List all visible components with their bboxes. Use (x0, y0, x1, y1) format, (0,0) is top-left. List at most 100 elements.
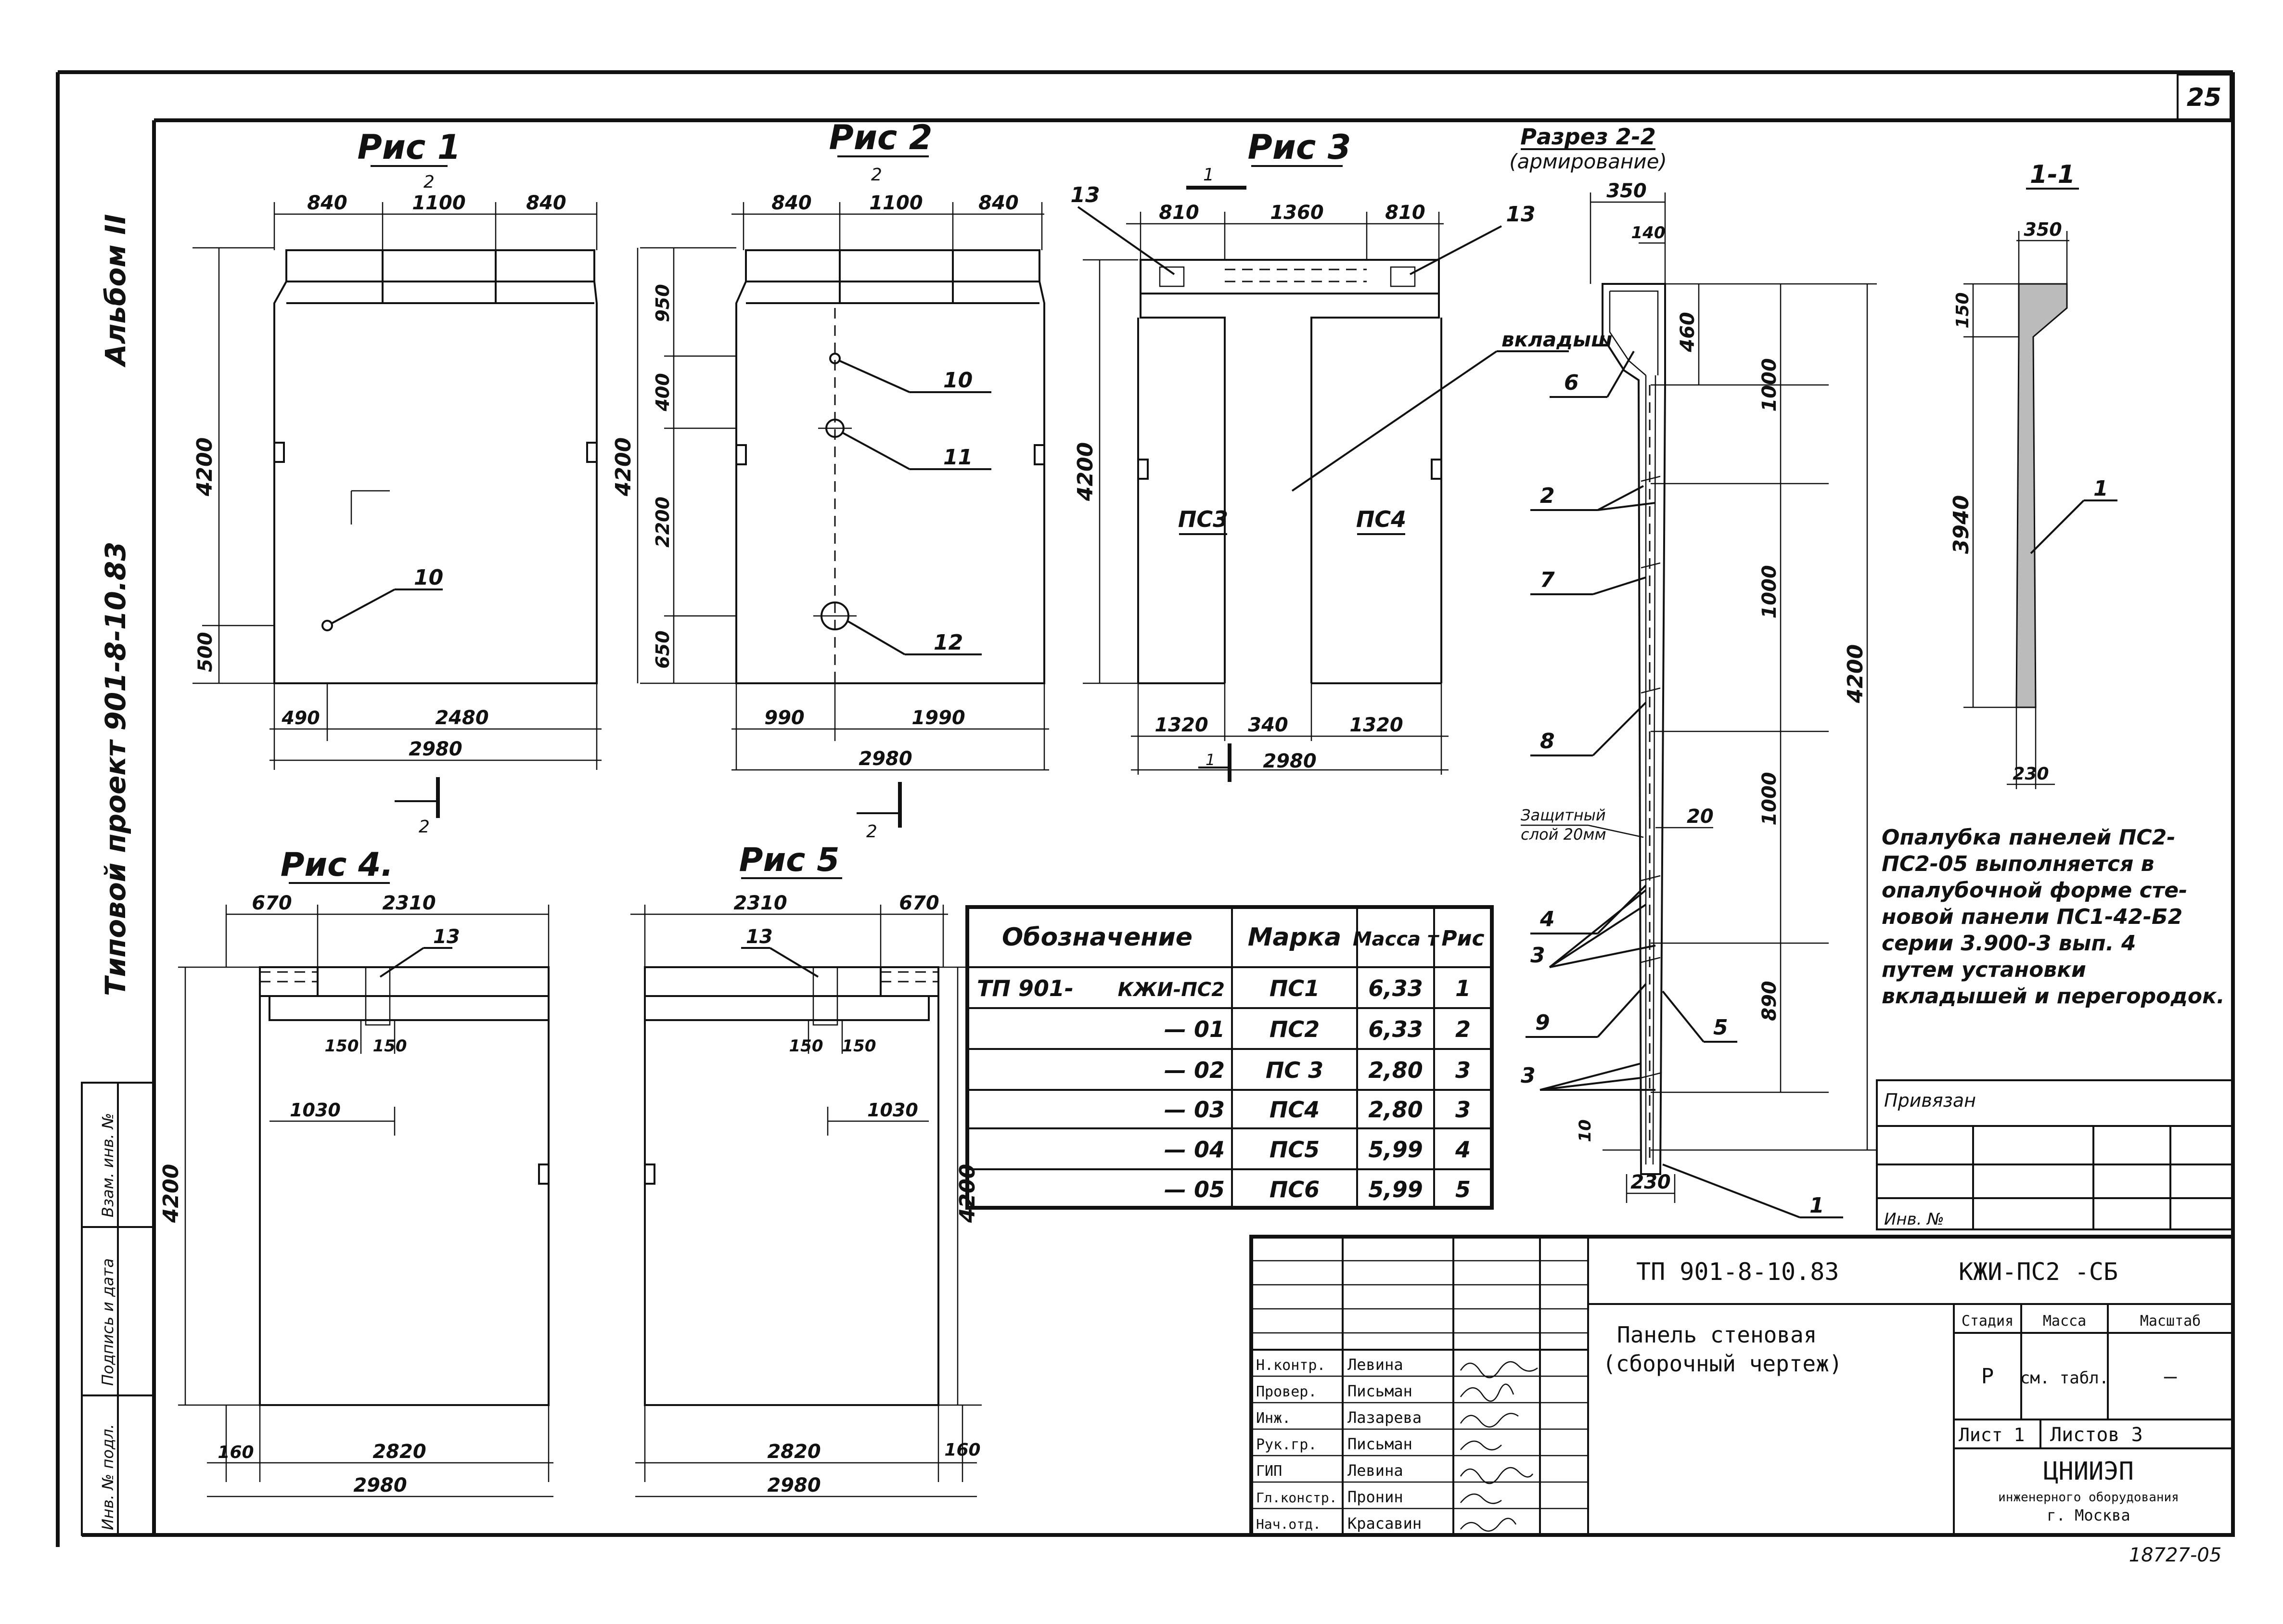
spec-row3-mark: ПС4 (1270, 1097, 1320, 1123)
tb-mass: см. табл. (2020, 1368, 2109, 1388)
fig4-dim-bottom-0: 160 (218, 1443, 254, 1462)
fig4-dim-bottom-1: 2820 (372, 1441, 426, 1463)
fig4-dim-1030: 1030 (290, 1100, 341, 1121)
fig2-dim-left-1: 400 (652, 373, 673, 411)
page-number: 25 (2187, 83, 2221, 112)
fig2-dim-left-2: 2200 (652, 497, 673, 548)
fig2-callout-2: 12 (934, 630, 963, 655)
sig-role-5: Гл.констр. (1256, 1490, 1337, 1506)
fig1-title: Рис 1 (358, 128, 461, 167)
spec-row0-mass: 6,33 (1368, 975, 1423, 1001)
fig3-dim-top-2: 810 (1385, 202, 1425, 224)
fig3-dim-top-1: 1360 (1270, 202, 1323, 224)
note-line-5: путем установки (1882, 958, 2086, 982)
sig-name-1: Письман (1347, 1382, 1412, 1400)
fig3-total-width: 2980 (1263, 750, 1316, 772)
sec22-callout-5: 5 (1713, 1015, 1728, 1040)
spec-row1-fig: 2 (1455, 1016, 1471, 1042)
tb-stage-header: Стадия (1962, 1313, 2014, 1330)
sec11-dim-bottom: 230 (2013, 764, 2049, 784)
note-line-1: ПС2-05 выполняется в (1882, 852, 2155, 876)
note-line-4: серии 3.900-3 вып. 4 (1882, 931, 2136, 956)
tb-sheet: Лист 1 (1959, 1424, 2025, 1445)
fig1-cut-mark: 2 (419, 817, 430, 837)
fig1-dim-top-0: 840 (307, 192, 347, 214)
fig2-dim-top-0: 840 (771, 192, 812, 214)
sec22-stirrups (1641, 475, 1661, 1079)
fig2-dim-bottom-0: 990 (764, 707, 805, 729)
spec-row2-mark: ПС 3 (1266, 1057, 1323, 1083)
spec-row4-code: — 04 (1164, 1137, 1225, 1163)
fig3-dim-top-0: 810 (1159, 202, 1199, 224)
sec22-callout-6: 6 (1564, 371, 1579, 395)
sec22-callout-9: 9 (1535, 1010, 1550, 1035)
fig2-dim-top-2: 840 (978, 192, 1019, 214)
sec22-title: Разрез 2-2 (1520, 124, 1655, 150)
sec22-dim-10: 10 (1576, 1119, 1595, 1142)
fig2-total-width: 2980 (859, 748, 912, 770)
spec-row0-fig: 1 (1455, 975, 1471, 1001)
spec-row1-mark: ПС2 (1270, 1016, 1320, 1042)
fig4-title: Рис 4. (281, 846, 394, 884)
spec-row5-mark: ПС6 (1270, 1176, 1320, 1202)
fig5-dim-small-1: 150 (842, 1036, 876, 1056)
fig2-section-mark: 2 (871, 165, 882, 185)
fig1-dim-500: 500 (194, 632, 217, 672)
binding-box: Привязан Инв. № (1876, 1079, 2234, 1230)
note-block: Опалубка панелей ПС2- ПС2-05 выполняется… (1882, 825, 2225, 1009)
fig1-total-width: 2980 (409, 738, 462, 760)
sig-role-1: Провер. (1256, 1383, 1317, 1400)
fig2-dim-left-0: 950 (652, 284, 673, 322)
spec-row5-mass: 5,99 (1368, 1176, 1423, 1202)
fig4-dim-small-1: 150 (373, 1036, 407, 1056)
section-2-2: Разрез 2-2 (армирование) 350 140 (1509, 124, 1877, 1218)
sec11-height: 3940 (1949, 495, 1974, 554)
fig3-mark-0: ПС3 (1178, 506, 1228, 532)
spec-header-mass: Масса т (1353, 928, 1440, 950)
fig3-callout-right: 13 (1506, 202, 1535, 227)
fig1-height: 4200 (192, 437, 217, 497)
fig5-dim-small-0: 150 (789, 1036, 823, 1056)
fig3-callout-left: 13 (1070, 183, 1100, 207)
sec22-callout-2: 2 (1540, 484, 1555, 508)
sec22-dim-right-0: 460 (1677, 312, 1699, 353)
sig-role-4: ГИП (1256, 1463, 1282, 1480)
sec22-dim-right-3: 1000 (1758, 772, 1781, 825)
spec-header-designation: Обозначение (1002, 923, 1193, 952)
spec-row4-fig: 4 (1455, 1137, 1471, 1163)
spec-row4-mass: 5,99 (1368, 1137, 1423, 1163)
fig5-dim-bottom-0: 2820 (767, 1441, 821, 1463)
sec22-callout-3a: 3 (1530, 943, 1545, 968)
sec22-dim-top-0: 350 (1606, 180, 1647, 202)
fig4-dim-top-1: 2310 (382, 892, 436, 914)
title-block: Н.контр. Левина Провер. Письман Инж. Лаз… (1249, 1235, 2235, 1537)
tb-org-2: инженерного оборудования (1998, 1490, 2179, 1505)
sig-role-6: Нач.отд. (1256, 1516, 1321, 1532)
fig1-callout-10: 10 (414, 565, 443, 590)
spec-row2-mass: 2,80 (1368, 1057, 1423, 1083)
spec-row2-code: — 02 (1164, 1057, 1225, 1083)
binding-label: Привязан (1884, 1090, 1976, 1111)
sec22-callout-8: 8 (1540, 729, 1555, 754)
fig3-insert-label: вкладыш (1501, 328, 1613, 351)
figure-2: Рис 2 2 840 1100 840 10 11 12 (611, 118, 1049, 842)
stamp-inv-podl: Инв. № подл. (99, 1424, 117, 1530)
fig2-dim-bottom-1: 1990 (911, 707, 965, 729)
sig-role-2: Инж. (1256, 1410, 1291, 1427)
vertical-album-title: Альбом II (99, 214, 132, 368)
fig2-dim-left-3: 650 (652, 630, 673, 668)
sec22-callout-1: 1 (1809, 1193, 1824, 1218)
fig3-title: Рис 3 (1248, 128, 1351, 167)
fig3-dim-bottom-2: 1320 (1349, 714, 1403, 736)
fig3-mark-1: ПС4 (1356, 506, 1406, 532)
spec-row0-mark: ПС1 (1270, 975, 1320, 1001)
fig5-dim-top-1: 670 (899, 892, 939, 914)
sig-name-5: Пронин (1347, 1488, 1403, 1506)
fig5-dim-bottom-1: 160 (944, 1440, 980, 1460)
fig4-callout: 13 (433, 926, 460, 948)
fig3-cut-mark: 1 (1206, 751, 1215, 769)
spec-row2-fig: 3 (1455, 1057, 1471, 1083)
tb-project-code: ТП 901-8-10.83 (1636, 1258, 1839, 1286)
tb-doc-code: КЖИ-ПС2 -СБ (1959, 1258, 2118, 1286)
